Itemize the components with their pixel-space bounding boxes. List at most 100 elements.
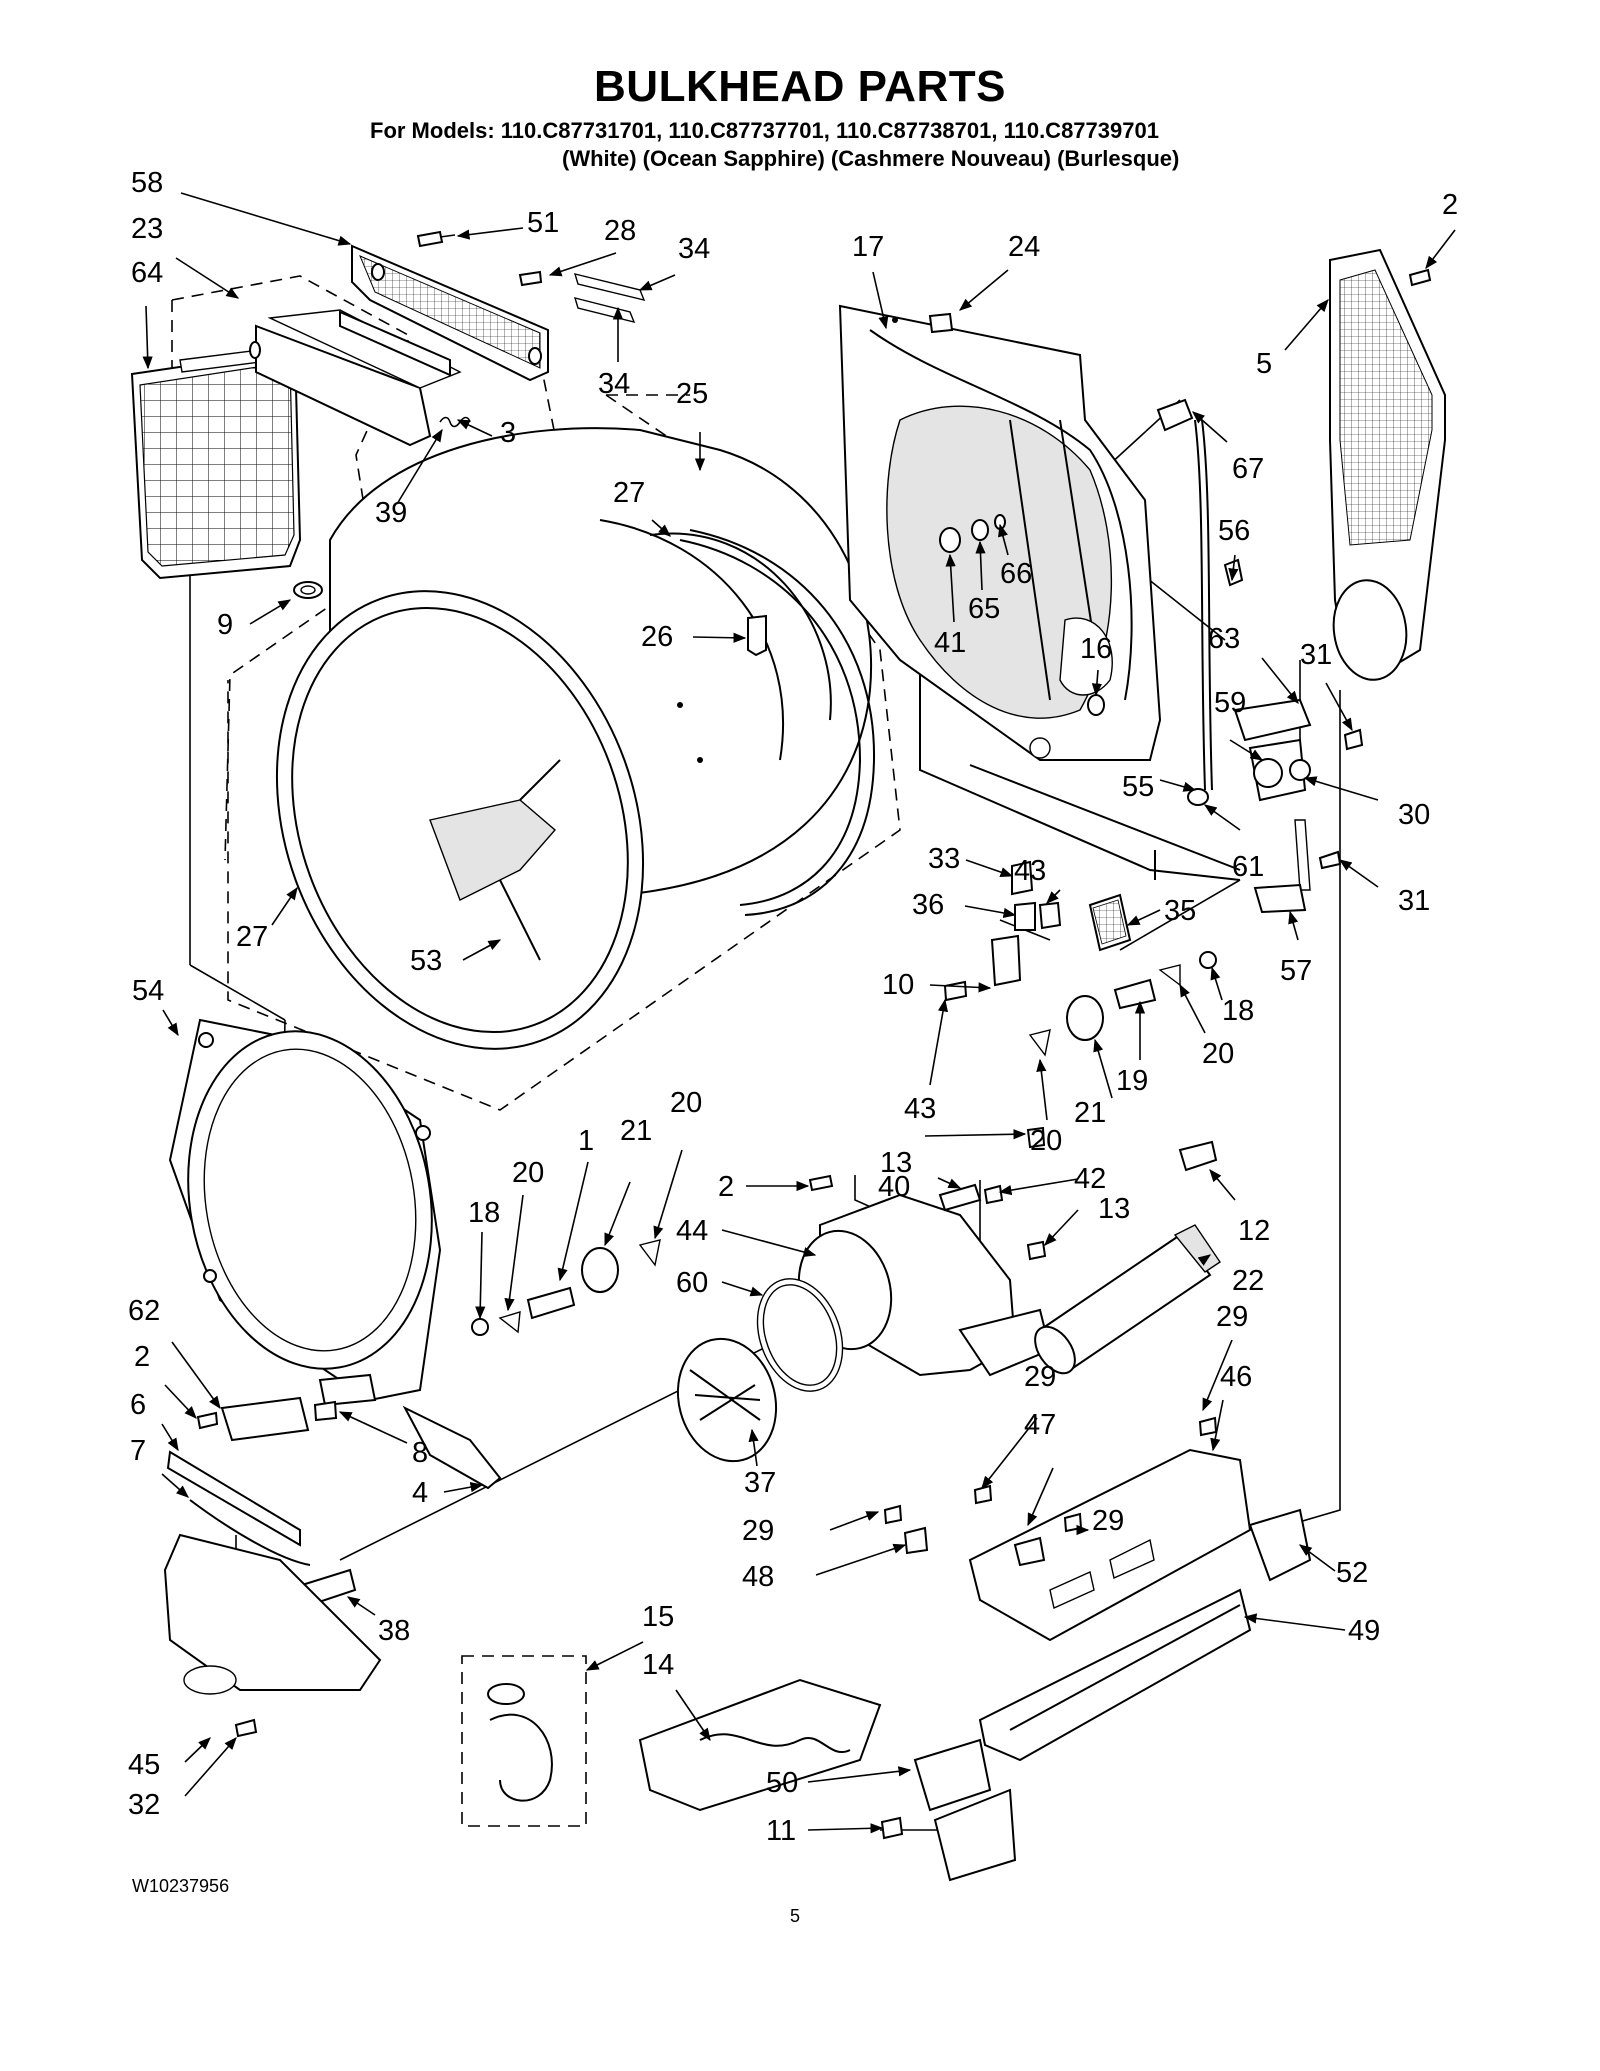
callout-9: 9: [217, 609, 233, 641]
callout-31-top: 31: [1300, 639, 1332, 671]
callout-22: 22: [1232, 1265, 1264, 1297]
lint-screen-assembly: [130, 230, 646, 599]
callout-58: 58: [131, 167, 163, 199]
callout-27-top: 27: [613, 477, 645, 509]
callout-34-top: 34: [678, 233, 710, 265]
callout-33: 33: [928, 843, 960, 875]
middle-small-parts: [943, 860, 1217, 1057]
callout-21-mid: 21: [1074, 1097, 1106, 1129]
callout-20-left-top: 20: [670, 1087, 702, 1119]
callout-2-left: 2: [134, 1341, 150, 1373]
front-bulkhead: [168, 1018, 442, 1407]
callout-7: 7: [130, 1435, 146, 1467]
callout-8: 8: [412, 1437, 428, 1469]
heater-assembly: [883, 1416, 1312, 1762]
callout-55: 55: [1122, 771, 1154, 803]
callout-arrows: [142, 192, 1456, 1834]
callout-15: 15: [642, 1601, 674, 1633]
document-number: W10237956: [132, 1876, 230, 1896]
callout-50: 50: [766, 1767, 798, 1799]
colors-line: (White) (Ocean Sapphire) (Cashmere Nouve…: [562, 146, 1180, 171]
models-line: For Models: 110.C87731701, 110.C87737701…: [370, 118, 1159, 143]
blower-assembly: [676, 1126, 1221, 1463]
callout-49: 49: [1348, 1615, 1380, 1647]
callout-53: 53: [410, 945, 442, 977]
callout-2-blower: 2: [718, 1171, 734, 1203]
callout-14: 14: [642, 1649, 674, 1681]
callout-37: 37: [744, 1467, 776, 1499]
callout-36: 36: [912, 889, 944, 921]
callout-41: 41: [934, 627, 966, 659]
callout-43-top: 43: [1014, 855, 1046, 887]
callout-1: 1: [578, 1125, 594, 1157]
callout-56: 56: [1218, 515, 1250, 547]
callout-31-bottom: 31: [1398, 885, 1430, 917]
callout-44: 44: [676, 1215, 708, 1247]
callout-17: 17: [852, 231, 884, 263]
callout-3: 3: [500, 417, 516, 449]
callout-29-left: 29: [742, 1515, 774, 1547]
page-number: 5: [790, 1906, 801, 1926]
callout-16: 16: [1080, 633, 1112, 665]
callout-12: 12: [1238, 1215, 1270, 1247]
callout-13-bottom: 13: [1098, 1193, 1130, 1225]
callout-39: 39: [375, 497, 407, 529]
callout-24: 24: [1008, 231, 1040, 263]
callout-60: 60: [676, 1267, 708, 1299]
callout-2-top-right: 2: [1442, 189, 1458, 221]
callout-20-left: 20: [512, 1157, 544, 1189]
callout-59: 59: [1214, 687, 1246, 719]
callout-40: 40: [878, 1171, 910, 1203]
callout-66: 66: [1000, 558, 1032, 590]
callout-65: 65: [968, 593, 1000, 625]
callout-10: 10: [882, 969, 914, 1001]
callout-48: 48: [742, 1561, 774, 1593]
callout-27-bottom: 27: [236, 921, 268, 953]
callout-18-left: 18: [468, 1197, 500, 1229]
callout-23: 23: [131, 213, 163, 245]
callout-29-right: 29: [1216, 1301, 1248, 1333]
callout-35: 35: [1164, 895, 1196, 927]
front-duct: [1329, 248, 1446, 681]
rear-bulkhead: [838, 304, 1213, 791]
callout-64: 64: [131, 257, 163, 289]
bottom-parts: [461, 1655, 1017, 1882]
callout-29-mid: 29: [1092, 1505, 1124, 1537]
callout-52: 52: [1336, 1557, 1368, 1589]
callout-67: 67: [1232, 453, 1264, 485]
page-title: BULKHEAD PARTS: [594, 62, 1006, 111]
callout-20-mid-bottom: 20: [1030, 1125, 1062, 1157]
callout-5: 5: [1256, 348, 1272, 380]
callout-61: 61: [1232, 851, 1264, 883]
callout-19: 19: [1116, 1065, 1148, 1097]
callout-29-upper: 29: [1024, 1361, 1056, 1393]
callout-28: 28: [604, 215, 636, 247]
callout-43-bottom: 43: [904, 1093, 936, 1125]
callout-26: 26: [641, 621, 673, 653]
callout-13-top: 13: [880, 1147, 912, 1179]
callout-34-bottom: 34: [598, 368, 630, 400]
callout-6: 6: [130, 1389, 146, 1421]
callout-30: 30: [1398, 799, 1430, 831]
callout-25: 25: [676, 378, 708, 410]
callout-46: 46: [1220, 1361, 1252, 1393]
left-small-parts: [163, 1239, 661, 1738]
callout-32: 32: [128, 1789, 160, 1821]
callout-38: 38: [378, 1615, 410, 1647]
callout-42: 42: [1074, 1163, 1106, 1195]
callout-4: 4: [412, 1477, 428, 1509]
callout-47: 47: [1024, 1409, 1056, 1441]
callout-63: 63: [1208, 623, 1240, 655]
callout-11: 11: [766, 1815, 796, 1847]
callout-21-left: 21: [620, 1115, 652, 1147]
drum-assembly: [275, 427, 876, 1050]
callout-labels: 58 23 64 51 28 34 34 3 39 25 9 27 26 27 …: [128, 167, 1458, 1847]
callout-51: 51: [527, 207, 559, 239]
water-valve-assembly: [1187, 558, 1364, 914]
callout-57: 57: [1280, 955, 1312, 987]
callout-45: 45: [128, 1749, 160, 1781]
callout-20-mid: 20: [1202, 1038, 1234, 1070]
callout-18-mid: 18: [1222, 995, 1254, 1027]
callout-54: 54: [132, 975, 164, 1007]
